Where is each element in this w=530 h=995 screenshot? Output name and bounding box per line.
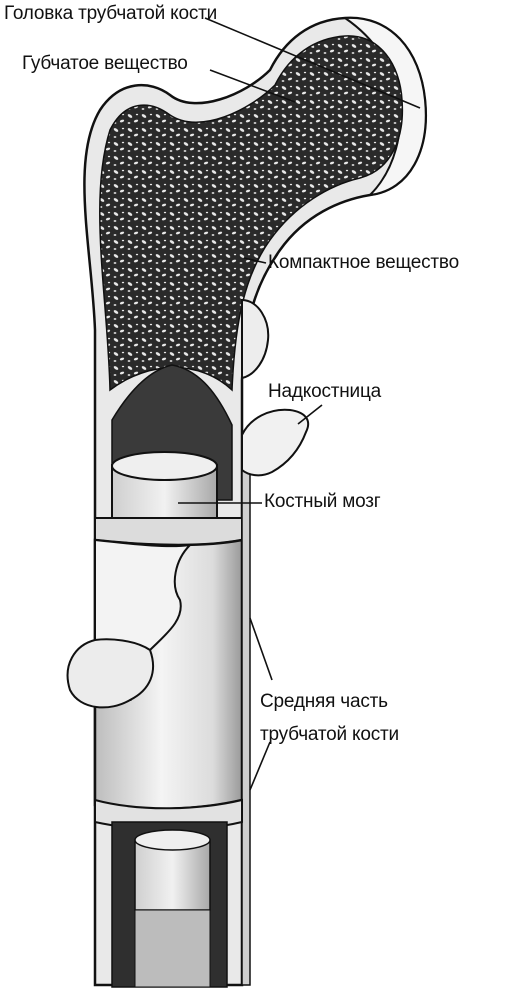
pointer-compact (243, 257, 267, 264)
label-periosteum: Надкостница (268, 381, 382, 402)
pointer-head (204, 17, 421, 109)
periosteum-fold-left (66, 638, 155, 709)
pointer-middle-top (249, 617, 273, 681)
label-bone-head: Головка трубчатой кости (4, 3, 218, 24)
label-compact-substance: Компактное вещество (268, 252, 459, 273)
lower-marrow-top (134, 829, 211, 851)
label-bone-marrow: Костный мозг (264, 491, 381, 512)
label-middle-part: Средняя часть трубчатой кости (260, 685, 399, 751)
cut-edge (94, 517, 243, 546)
label-spongy-substance: Губчатое вещество (22, 53, 188, 74)
pointer-periosteum (297, 404, 323, 425)
periosteum-right-edge (241, 449, 251, 986)
label-middle-line1: Средняя часть (260, 691, 388, 712)
lower-marrow-below (134, 909, 211, 988)
pointer-middle-bottom (249, 741, 271, 791)
pointer-spongy (209, 69, 296, 103)
bone-bump (241, 298, 270, 380)
pointer-lines (178, 17, 421, 791)
bone-marrow-top (111, 451, 218, 481)
label-middle-line2: трубчатой кости (260, 724, 399, 745)
periosteum-flap (241, 408, 310, 477)
